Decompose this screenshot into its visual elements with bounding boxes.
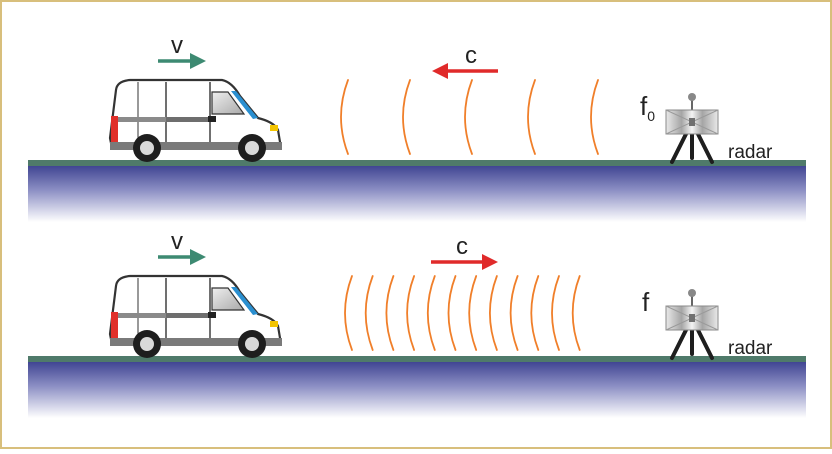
wavefront-icon xyxy=(571,275,581,351)
van-wheel-hub xyxy=(140,337,154,351)
van-stripe xyxy=(166,313,214,318)
van-window xyxy=(211,287,246,311)
arrow-icon xyxy=(190,53,206,69)
road-surface xyxy=(28,164,806,222)
van-stripe xyxy=(116,117,214,122)
van-window xyxy=(211,91,246,115)
wavefront-group xyxy=(340,79,599,155)
wave-speed-label: c xyxy=(456,233,468,260)
wavefront-icon xyxy=(464,79,473,155)
wavefront-icon xyxy=(402,79,411,155)
van-windshield xyxy=(231,287,258,315)
road-surface xyxy=(28,360,806,418)
ground-line xyxy=(28,356,806,362)
wavefront-icon xyxy=(406,275,415,351)
wavefront-icon xyxy=(590,79,599,155)
radar-knob xyxy=(688,289,696,297)
wavefront-group xyxy=(344,275,581,351)
radar-tripod xyxy=(670,328,714,360)
radar-tripod xyxy=(670,132,714,164)
radar-icon xyxy=(665,93,719,164)
wavefront-icon xyxy=(509,275,519,351)
van-windshield xyxy=(231,91,258,119)
wavefront-icon xyxy=(530,275,540,351)
van-tail-light xyxy=(111,312,118,338)
van-wheel-hub xyxy=(245,337,259,351)
panel-bottom: v c f radar xyxy=(28,228,806,418)
arrow-icon xyxy=(432,63,448,79)
wavefront-icon xyxy=(527,79,536,155)
wavefront-icon xyxy=(340,79,349,155)
van-head-light xyxy=(270,125,278,131)
van-bumper xyxy=(110,338,282,346)
wavefront-icon xyxy=(468,275,478,351)
wavefront-icon xyxy=(344,275,353,351)
radar-icon xyxy=(665,289,719,360)
road xyxy=(28,356,806,418)
wavefront-icon xyxy=(447,275,457,351)
van-head-light xyxy=(270,321,278,327)
panel-top: v c f0 radar xyxy=(28,32,806,222)
wavefront-icon xyxy=(489,275,498,351)
wavefront-icon xyxy=(364,275,374,351)
van-bumper xyxy=(110,142,282,150)
van-door-handle xyxy=(208,312,216,318)
van-stripe xyxy=(166,117,214,122)
van-wheel-hub xyxy=(140,141,154,155)
radar-lens xyxy=(689,314,695,322)
frequency-symbol: f xyxy=(640,91,648,121)
radar-frequency-label: f0 xyxy=(640,91,655,124)
wavefront-icon xyxy=(426,275,436,351)
velocity-label: v xyxy=(171,32,183,59)
velocity-label: v xyxy=(171,228,183,255)
arrow-icon xyxy=(482,254,498,270)
arrow-icon xyxy=(190,249,206,265)
van-tail-light xyxy=(111,116,118,142)
wave-speed-label: c xyxy=(465,42,477,69)
van-icon xyxy=(108,78,282,162)
wavefront-icon xyxy=(551,275,560,351)
radar-label: radar xyxy=(728,338,773,359)
radar-knob xyxy=(688,93,696,101)
van-stripe xyxy=(116,313,214,318)
wavefront-icon xyxy=(385,275,395,351)
ground-line xyxy=(28,160,806,166)
radar-lens xyxy=(689,118,695,126)
van-icon xyxy=(108,274,282,358)
van-wheel-hub xyxy=(245,141,259,155)
van-door-handle xyxy=(208,116,216,122)
radar-label: radar xyxy=(728,142,773,163)
frequency-subscript: 0 xyxy=(647,108,655,124)
radar-frequency-label: f xyxy=(642,287,650,317)
frequency-symbol: f xyxy=(642,287,650,317)
road xyxy=(28,160,806,222)
